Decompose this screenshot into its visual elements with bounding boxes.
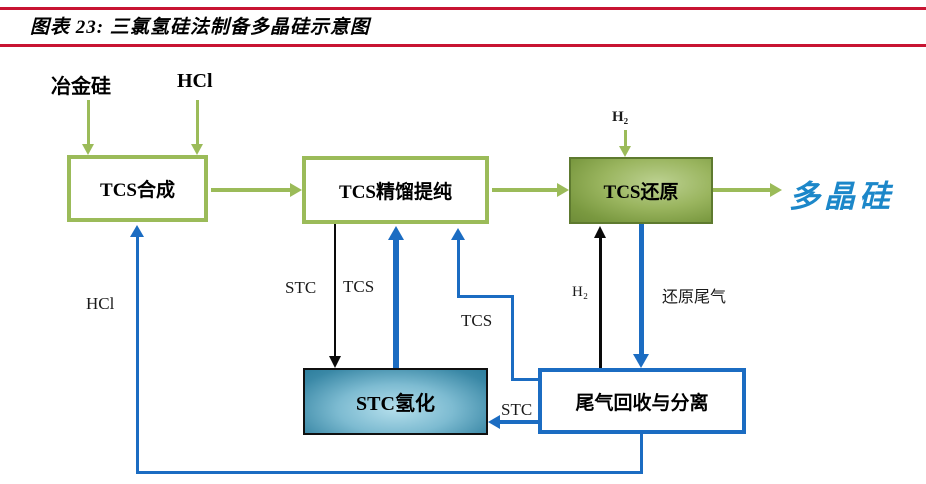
edge-tcs-recycle-line-v2: [510, 295, 514, 381]
edge-synthesis-to-distillation-line: [211, 188, 291, 192]
edge-h2-feed-line: [623, 130, 627, 147]
title-rule-top: [0, 7, 926, 10]
arrow-down-reduction-tail-gas-icon: [633, 354, 649, 368]
edge-hcl-feed-line: [195, 100, 199, 145]
edge-distillation-to-reduction-line: [492, 188, 558, 192]
edge-tcs-recycle-line-h2: [510, 378, 539, 381]
arrow-right-to-distillation-icon: [290, 183, 302, 197]
edge-hcl-recycle-line-h: [135, 471, 643, 474]
arrow-up-tcs-recycle-icon: [451, 228, 465, 240]
edge-stc-recycle-line: [499, 420, 538, 424]
edge-reduction-tail-gas-line: [638, 224, 644, 355]
arrow-up-hcl-recycle-icon: [130, 225, 144, 237]
node-stc-hydrogenation: STC氢化: [303, 368, 488, 435]
edge-h2-recycle-label: H₂: [572, 284, 589, 300]
arrow-up-h2-recycle-icon: [594, 226, 606, 238]
node-tail-gas-recovery-label: 尾气回收与分离: [575, 392, 709, 414]
node-tcs-reduction: TCS还原: [569, 157, 713, 224]
node-tcs-synthesis: TCS合成: [67, 155, 208, 222]
edge-tcs-recycle-line-h1: [456, 295, 514, 298]
node-tail-gas-recovery: 尾气回收与分离: [538, 368, 746, 434]
node-tcs-synthesis-label: TCS合成: [100, 180, 175, 201]
edge-stc-recycle-label: STC: [501, 400, 533, 419]
node-tcs-distillation-label: TCS精馏提纯: [339, 181, 452, 203]
title-rule-bottom: [0, 44, 926, 47]
edge-metallurgical-silicon-line: [86, 100, 90, 145]
arrow-right-to-reduction-icon: [557, 183, 569, 197]
edge-tcs-recycle-line-v1: [456, 240, 460, 298]
arrow-down-metallurgical-silicon-icon: [82, 144, 94, 155]
node-tcs-distillation: TCS精馏提纯: [302, 156, 489, 224]
arrow-right-to-polysilicon-icon: [770, 183, 782, 197]
edge-h2-recycle-line: [599, 237, 602, 368]
node-stc-hydrogenation-label: STC氢化: [356, 393, 435, 415]
output-polysilicon-label: 多晶硅: [789, 179, 894, 214]
edge-hcl-recycle-line-v1: [640, 434, 643, 474]
edge-stc-down-label: STC: [285, 278, 317, 297]
edge-reduction-tail-gas-label: 还原尾气: [662, 289, 727, 306]
node-tcs-reduction-label: TCS还原: [603, 182, 679, 203]
edge-h2-feed-label: H₂: [612, 109, 629, 125]
figure-title: 图表 23: 三氯氢硅法制备多晶硅示意图: [30, 17, 370, 38]
edge-tcs-up-line: [393, 239, 399, 368]
edge-stc-down-line: [333, 224, 336, 357]
input-hcl-label: HCl: [177, 70, 213, 92]
edge-tcs-recycle-label: TCS: [461, 311, 493, 330]
arrow-down-stc-icon: [329, 356, 341, 368]
edge-hcl-recycle-line-v2: [135, 237, 139, 474]
arrow-left-stc-recycle-icon: [488, 415, 500, 429]
arrow-down-hcl-feed-icon: [191, 144, 203, 155]
edge-reduction-to-polysilicon-line: [713, 188, 771, 192]
input-metallurgical-silicon-label: 冶金硅: [51, 76, 111, 98]
edge-tcs-up-label: TCS: [343, 277, 375, 296]
arrow-up-tcs-icon: [388, 226, 404, 240]
arrow-down-h2-feed-icon: [619, 146, 631, 157]
edge-hcl-recycle-label: HCl: [86, 294, 115, 313]
